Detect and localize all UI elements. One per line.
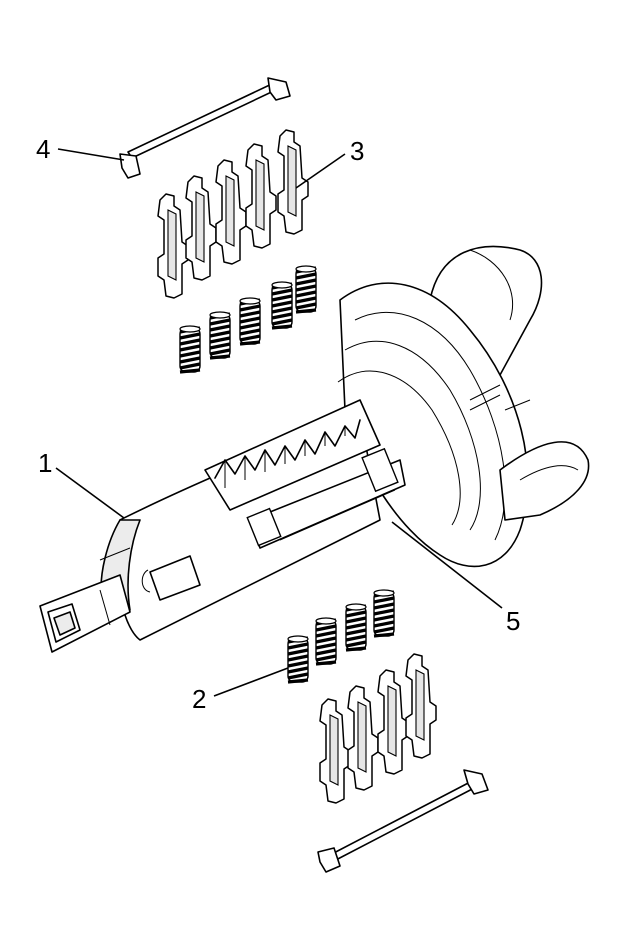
leader-lines <box>55 148 503 697</box>
callout-1: 1 <box>38 448 52 478</box>
leader-5 <box>391 521 503 609</box>
top-spring-set <box>178 264 318 374</box>
callout-4: 4 <box>36 134 50 164</box>
leader-1 <box>55 467 125 519</box>
lock-housing <box>337 245 590 568</box>
leader-2 <box>213 667 289 697</box>
lock-cylinder <box>39 399 406 653</box>
callout-5: 5 <box>506 606 520 636</box>
bottom-wafer-set <box>319 653 437 804</box>
leader-3 <box>295 153 346 189</box>
callout-3: 3 <box>350 136 364 166</box>
bottom-spring-set <box>286 588 396 684</box>
top-retainer-bar <box>119 77 291 179</box>
top-wafer-set <box>157 129 309 299</box>
bottom-retainer-bar <box>317 769 489 873</box>
leader-4 <box>57 148 125 161</box>
callout-2: 2 <box>192 684 206 714</box>
